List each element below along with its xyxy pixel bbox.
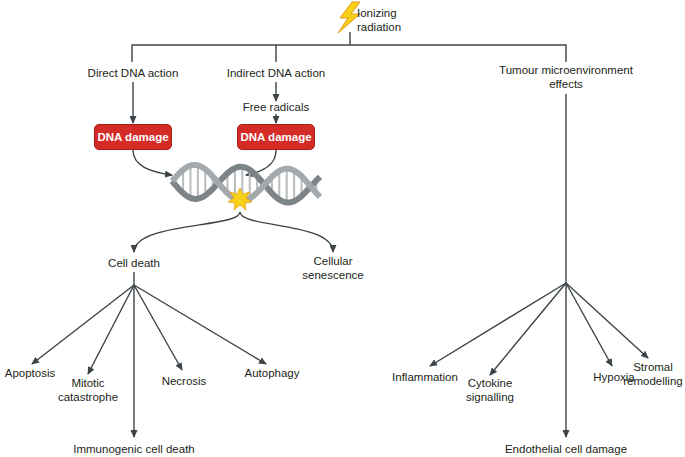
flow-arrow bbox=[133, 285, 134, 437]
box-text: DNA damage bbox=[97, 131, 168, 143]
bolt-stem bbox=[349, 32, 350, 45]
text-label: Apoptosis bbox=[0, 366, 65, 380]
damage-starburst bbox=[228, 188, 252, 210]
flow-arrow bbox=[565, 283, 566, 437]
flow-arrow bbox=[240, 212, 333, 252]
flow-arrow bbox=[275, 114, 276, 123]
text-label: Mitotic catastrophe bbox=[52, 376, 124, 404]
helix-rung bbox=[278, 171, 280, 200]
text-label: Stromal remodelling bbox=[617, 360, 685, 388]
text-label: Necrosis bbox=[144, 374, 224, 388]
text-label: Free radicals bbox=[196, 100, 356, 114]
damage-box: DNA damage bbox=[237, 124, 315, 150]
text-label: Ionizing radiation bbox=[357, 6, 419, 34]
text-label: Inflammation bbox=[380, 370, 470, 384]
text-label: Indirect DNA action bbox=[196, 66, 356, 80]
flow-arrow bbox=[134, 285, 182, 370]
fan-stem bbox=[133, 272, 134, 285]
flow-arrow bbox=[133, 150, 172, 175]
flow-arrow bbox=[275, 82, 276, 101]
flow-lines bbox=[32, 32, 648, 437]
fan-stem bbox=[565, 94, 566, 283]
split-bar bbox=[275, 45, 276, 62]
text-label: Tumour microenvironment effects bbox=[491, 63, 641, 91]
flow-arrow bbox=[430, 283, 566, 366]
text-label: Immunogenic cell death bbox=[44, 442, 224, 456]
text-label: Cell death bbox=[54, 256, 214, 270]
damage-box: DNA damage bbox=[94, 124, 172, 150]
helix-rung bbox=[286, 169, 288, 203]
helix-rung bbox=[197, 165, 199, 198]
text-label: Endothelial cell damage bbox=[476, 442, 656, 456]
text-label: Cytokine signalling bbox=[460, 376, 520, 404]
flow-arrow bbox=[490, 283, 566, 375]
text-label: Direct DNA action bbox=[53, 66, 213, 80]
flow-arrow bbox=[134, 212, 240, 252]
lightning-bolt bbox=[338, 2, 360, 33]
flow-arrow bbox=[134, 285, 266, 364]
helix-rung bbox=[293, 171, 295, 202]
flow-arrow bbox=[88, 285, 134, 374]
helix-rung bbox=[190, 166, 192, 198]
box-text: DNA damage bbox=[240, 131, 311, 143]
text-label: Cellular senescence bbox=[298, 254, 368, 282]
flow-arrow bbox=[566, 283, 648, 358]
text-label: Autophagy bbox=[232, 366, 312, 380]
flow-arrow bbox=[566, 283, 612, 366]
split-bar bbox=[132, 45, 566, 62]
flow-arrow bbox=[32, 285, 134, 364]
flow-arrow bbox=[132, 82, 133, 123]
